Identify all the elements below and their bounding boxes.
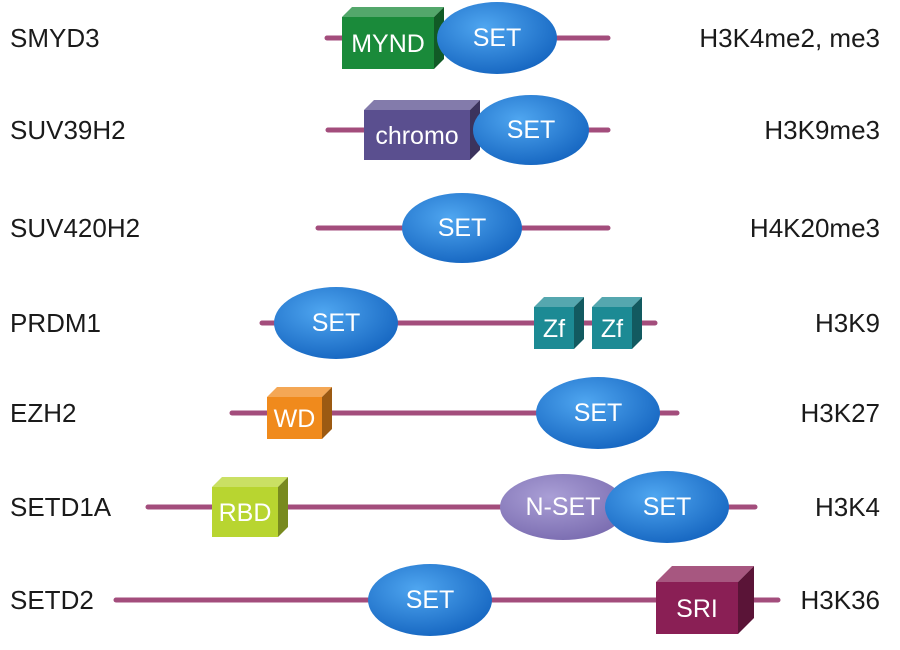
wd-domain: WD <box>267 387 332 439</box>
zf-domain: Zf <box>592 297 642 349</box>
rbd-domain-label: RBD <box>219 499 272 527</box>
zf-domain-shape <box>592 307 632 349</box>
chromo-domain: chromo <box>364 100 480 160</box>
methylation-mark-label: H3K4me2, me3 <box>699 23 880 53</box>
methylation-mark-label: H3K9 <box>815 308 880 338</box>
set-domain: SET <box>536 377 660 449</box>
rbd-domain-top-face <box>212 477 288 487</box>
protein-name: EZH2 <box>10 398 76 428</box>
sri-domain: SRI <box>656 566 754 634</box>
set-domain: SET <box>402 193 522 263</box>
mynd-domain-shape <box>342 17 434 69</box>
set-domain: SET <box>605 471 729 543</box>
rbd-domain-shape <box>212 487 278 537</box>
set-domain: SET <box>368 564 492 636</box>
sri-domain-shape <box>656 582 738 634</box>
set-domain-shape <box>536 377 660 449</box>
wd-domain-shape <box>267 397 322 439</box>
protein-name: SUV39H2 <box>10 115 126 145</box>
protein-name: SUV420H2 <box>10 213 140 243</box>
protein-row-suv39h2: SUV39H2 H3K9me3 chromo SET <box>10 95 880 165</box>
sri-domain-top-face <box>656 566 754 582</box>
zf-domain-label: Zf <box>543 315 565 343</box>
protein-row-smyd3: SMYD3 H3K4me2, me3 MYND SET <box>10 2 880 74</box>
chromo-domain-shape <box>364 110 470 160</box>
set-domain: SET <box>437 2 557 74</box>
mynd-domain: MYND <box>342 7 444 69</box>
set-domain-label: SET <box>312 309 361 337</box>
rbd-domain-side-face <box>278 477 288 537</box>
protein-row-prdm1: PRDM1 H3K9 Zf Zf SET <box>10 287 880 359</box>
n-set-domain: N-SET <box>500 474 626 540</box>
protein-name: SETD2 <box>10 585 94 615</box>
sri-domain-side-face <box>738 566 754 634</box>
rbd-domain: RBD <box>212 477 288 537</box>
protein-row-ezh2: EZH2 H3K27 WD SET <box>10 377 880 449</box>
protein-name: SMYD3 <box>10 23 100 53</box>
sri-domain-label: SRI <box>676 595 718 623</box>
methylation-mark-label: H4K20me3 <box>750 213 880 243</box>
n-set-domain-label: N-SET <box>526 493 601 521</box>
set-domain-label: SET <box>473 24 522 52</box>
zf-domain-side-face <box>574 297 584 349</box>
zf-domain-side-face <box>632 297 642 349</box>
zf-domain: Zf <box>534 297 584 349</box>
methylation-mark-label: H3K27 <box>801 398 881 428</box>
zf-domain-shape <box>534 307 574 349</box>
wd-domain-top-face <box>267 387 332 397</box>
protein-name: PRDM1 <box>10 308 101 338</box>
chromo-domain-top-face <box>364 100 480 110</box>
set-domain: SET <box>274 287 398 359</box>
set-domain-label: SET <box>643 493 692 521</box>
set-domain-label: SET <box>438 214 487 242</box>
set-domain-shape <box>605 471 729 543</box>
protein-row-setd2: SETD2 H3K36 SRI SET <box>10 564 880 636</box>
zf-domain-top-face <box>592 297 642 307</box>
set-domain-shape <box>473 95 589 165</box>
methylation-mark-label: H3K9me3 <box>764 115 880 145</box>
set-domain-shape <box>368 564 492 636</box>
set-domain-shape <box>402 193 522 263</box>
wd-domain-side-face <box>322 387 332 439</box>
methylation-mark-label: H3K36 <box>801 585 881 615</box>
zf-domain-label: Zf <box>601 315 623 343</box>
mynd-domain-label: MYND <box>351 30 425 58</box>
methylation-mark-label: H3K4 <box>815 492 880 522</box>
protein-row-setd1a: SETD1A H3K4 RBD N-SET SET <box>10 471 880 543</box>
set-domain-label: SET <box>507 116 556 144</box>
set-domain-shape <box>274 287 398 359</box>
protein-row-suv420h2: SUV420H2 H4K20me3 SET <box>10 193 880 263</box>
chromo-domain-label: chromo <box>375 122 458 150</box>
set-domain-label: SET <box>574 399 623 427</box>
set-domain-shape <box>437 2 557 74</box>
mynd-domain-top-face <box>342 7 444 17</box>
zf-domain-top-face <box>534 297 584 307</box>
set-domain-label: SET <box>406 586 455 614</box>
protein-name: SETD1A <box>10 492 112 522</box>
set-domain: SET <box>473 95 589 165</box>
wd-domain-label: WD <box>274 405 316 433</box>
n-set-domain-shape <box>500 474 626 540</box>
